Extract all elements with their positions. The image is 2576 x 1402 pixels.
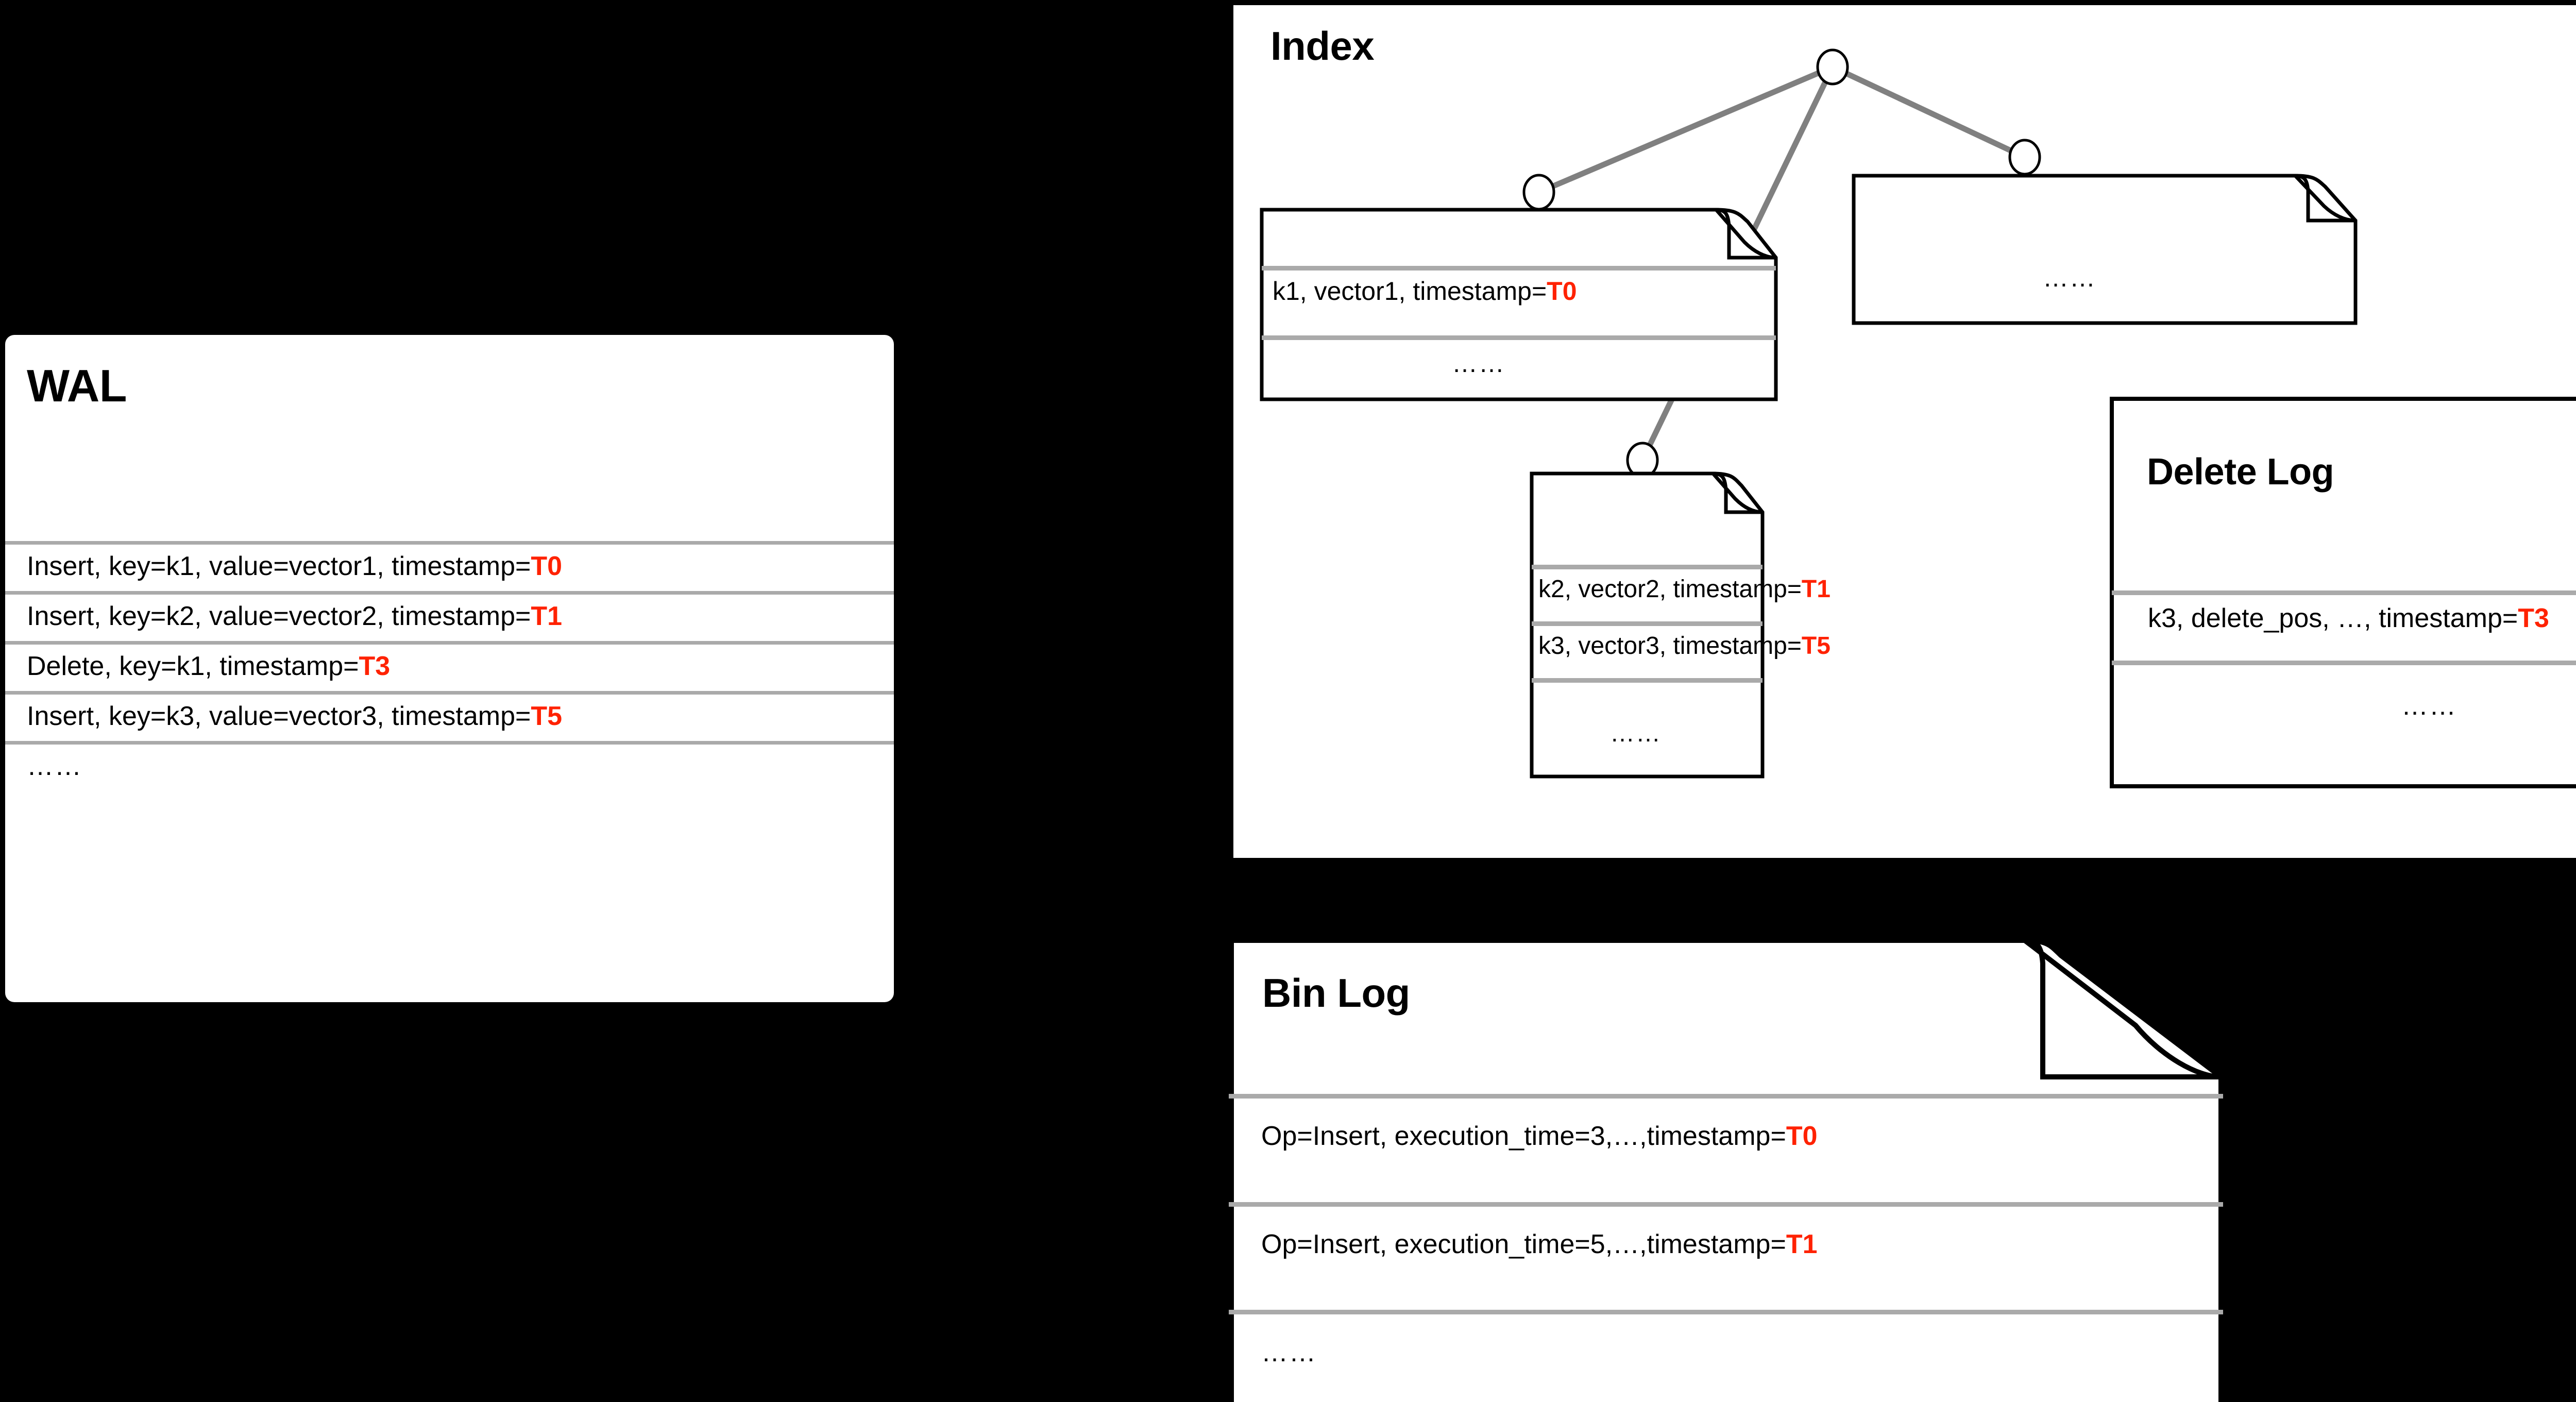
wal-row-text: Insert, key=k3, value=vector3, timestamp… [27, 701, 531, 731]
node-row-prefix: k3, vector3, timestamp= [1538, 632, 1802, 660]
note-shape [1229, 937, 2224, 1402]
bin-log-title: Bin Log [1262, 970, 1410, 1016]
node-row-timestamp: T5 [1801, 632, 1831, 660]
node-separator [1262, 335, 1776, 340]
node-row-ellipsis: …… [1610, 719, 1662, 748]
node-row-prefix: k2, vector2, timestamp= [1538, 576, 1802, 603]
delete-log-row-prefix: k3, delete_pos, …, timestamp= [2148, 603, 2518, 633]
bin-log-separator [1229, 1094, 2223, 1099]
node-row-ellipsis: …… [2043, 263, 2096, 293]
node-row-timestamp: T0 [1547, 277, 1577, 306]
delete-log-separator [2112, 661, 2576, 665]
bin-log-row-ellipsis: …… [1261, 1337, 1317, 1368]
bin-log-row-prefix: …… [1261, 1338, 1317, 1367]
index-node-k2k3-card: k2, vector2, timestamp=T1 k3, vector3, t… [1530, 471, 1831, 779]
node-row-prefix: k1, vector1, timestamp= [1273, 277, 1547, 306]
delete-log-card: Delete Log k3, delete_pos, …, timestamp=… [2110, 397, 2576, 788]
node-row-ellipsis: …… [1452, 348, 1505, 378]
wal-row-text: Insert, key=k2, value=vector2, timestamp… [27, 601, 531, 631]
wal-panel: WAL Insert, key=k1, value=vector1, times… [5, 335, 894, 1002]
wal-row-timestamp: T5 [531, 701, 563, 731]
note-outline [1852, 174, 2358, 325]
note-fold-corner [2291, 174, 2356, 223]
wal-separator [5, 641, 894, 645]
node-row-text: k2, vector2, timestamp=T1 [1538, 575, 1831, 603]
tree-node-right [2008, 139, 2041, 176]
wal-separator [5, 741, 894, 745]
bin-log-separator [1229, 1310, 2223, 1314]
wal-row: Insert, key=k3, value=vector3, timestamp… [27, 691, 894, 741]
index-title: Index [1270, 23, 1375, 69]
delete-log-separator [2112, 590, 2576, 595]
bin-log-row-prefix: Op=Insert, execution_time=5,…,timestamp= [1261, 1229, 1786, 1259]
tree-node-root [1816, 48, 1849, 86]
wal-row-ellipsis: …… [27, 741, 894, 791]
delete-log-title: Delete Log [2147, 451, 2334, 493]
wal-row-timestamp: T1 [531, 601, 563, 631]
note-shape [1260, 208, 1778, 401]
note-fold-corner [1709, 471, 1763, 514]
wal-row: Delete, key=k1, timestamp=T3 [27, 641, 894, 691]
wal-row: Insert, key=k1, value=vector1, timestamp… [27, 541, 894, 591]
wal-title: WAL [27, 360, 127, 411]
wal-row-timestamp: T0 [531, 551, 563, 581]
wal-row-text: Insert, key=k1, value=vector1, timestamp… [27, 551, 531, 581]
delete-log-row-text: k3, delete_pos, …, timestamp=T3 [2148, 603, 2549, 634]
wal-separator [5, 541, 894, 545]
node-row-prefix: …… [2043, 263, 2096, 292]
bin-log-row-text: Op=Insert, execution_time=5,…,timestamp=… [1261, 1229, 1818, 1260]
wal-separator [5, 591, 894, 595]
index-node-k1-card: k1, vector1, timestamp=T0 …… [1260, 208, 1778, 401]
bin-log-row-text: Op=Insert, execution_time=3,…,timestamp=… [1261, 1121, 1818, 1152]
node-separator [1262, 266, 1776, 271]
index-panel: Index k1, vector1, timestamp [1233, 5, 2576, 858]
bin-log-row-timestamp: T0 [1786, 1121, 1818, 1151]
note-outline [1260, 208, 1778, 401]
delete-log-row-prefix: …… [2401, 691, 2457, 721]
node-separator [1532, 678, 1762, 683]
wal-separator [5, 691, 894, 695]
tree-edge-root-right [1831, 64, 2026, 160]
bin-log-separator [1229, 1202, 2223, 1207]
delete-log-row-ellipsis: …… [2401, 690, 2457, 721]
bin-log-card: Bin Log Op=Insert, execution_time=3,…,ti… [1229, 937, 2224, 1402]
bin-log-row-timestamp: T1 [1786, 1229, 1818, 1259]
tree-edge-root-left [1537, 64, 1834, 195]
node-row-prefix: …… [1610, 720, 1662, 747]
index-node-other-card: …… [1852, 174, 2358, 325]
wal-row-timestamp: T3 [359, 651, 391, 681]
node-row-text: k3, vector3, timestamp=T5 [1538, 632, 1831, 660]
note-fold-corner [1712, 208, 1776, 260]
wal-row: Insert, key=k2, value=vector2, timestamp… [27, 591, 894, 641]
node-row-text: k1, vector1, timestamp=T0 [1273, 276, 1577, 306]
note-shape [1852, 174, 2358, 325]
node-row-prefix: …… [1452, 349, 1505, 378]
delete-log-row-timestamp: T3 [2518, 603, 2549, 633]
node-separator [1532, 565, 1762, 569]
wal-row-text: …… [27, 751, 82, 781]
node-row-timestamp: T1 [1801, 576, 1831, 603]
node-separator [1532, 621, 1762, 626]
tree-node-left [1522, 174, 1555, 211]
note-fold-corner [2017, 937, 2222, 1079]
bin-log-row-prefix: Op=Insert, execution_time=3,…,timestamp= [1261, 1121, 1786, 1151]
wal-row-text: Delete, key=k1, timestamp= [27, 651, 359, 681]
note-outline [1229, 938, 2224, 1402]
